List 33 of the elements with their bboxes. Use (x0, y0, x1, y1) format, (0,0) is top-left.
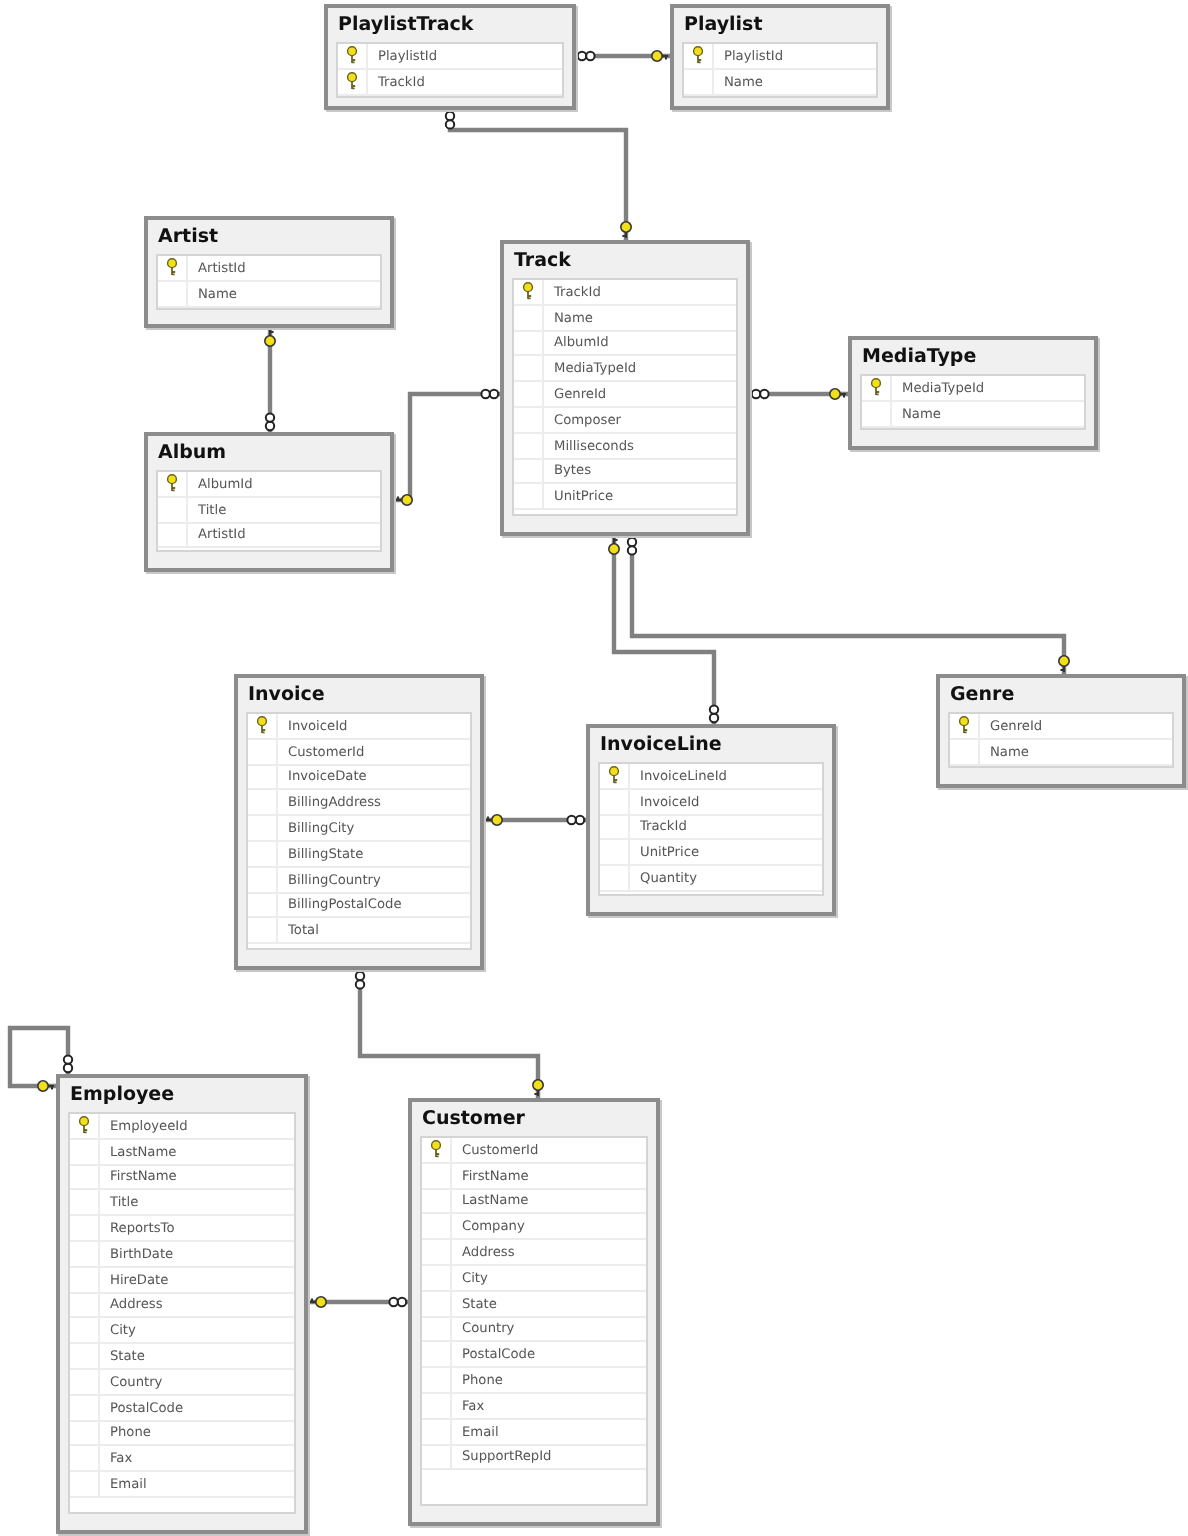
relationship-line (750, 387, 848, 401)
relationship-line (444, 110, 633, 240)
table-title: Genre (948, 682, 1017, 710)
table-title: PlaylistTrack (336, 12, 476, 40)
table-box (670, 4, 890, 110)
table-title: Employee (68, 1082, 177, 1110)
relationship-line (308, 1295, 408, 1309)
table-title: Playlist (682, 12, 765, 40)
table-box (848, 336, 1098, 450)
relationship-line (576, 49, 670, 63)
table-box (144, 432, 394, 572)
table-title: Track (512, 248, 573, 276)
table-box (144, 216, 394, 328)
table-title: InvoiceLine (598, 732, 724, 760)
table-box (56, 1074, 308, 1534)
table-box (324, 4, 576, 110)
table-title: MediaType (860, 344, 979, 372)
table-title: Customer (420, 1106, 527, 1134)
relationship-line (7, 1025, 74, 1093)
relationship-line (354, 970, 545, 1098)
table-title: Invoice (246, 682, 327, 710)
table-box (234, 674, 484, 970)
table-box (408, 1098, 660, 1526)
relationship-line (394, 388, 500, 507)
relationship-line (263, 328, 277, 432)
table-title: Album (156, 440, 229, 468)
relationship-line (607, 536, 720, 724)
table-box (500, 240, 750, 536)
table-title: Artist (156, 224, 221, 252)
table-box (586, 724, 836, 916)
relationship-line (626, 536, 1071, 674)
table-box (936, 674, 1186, 788)
relationship-line (484, 813, 586, 827)
